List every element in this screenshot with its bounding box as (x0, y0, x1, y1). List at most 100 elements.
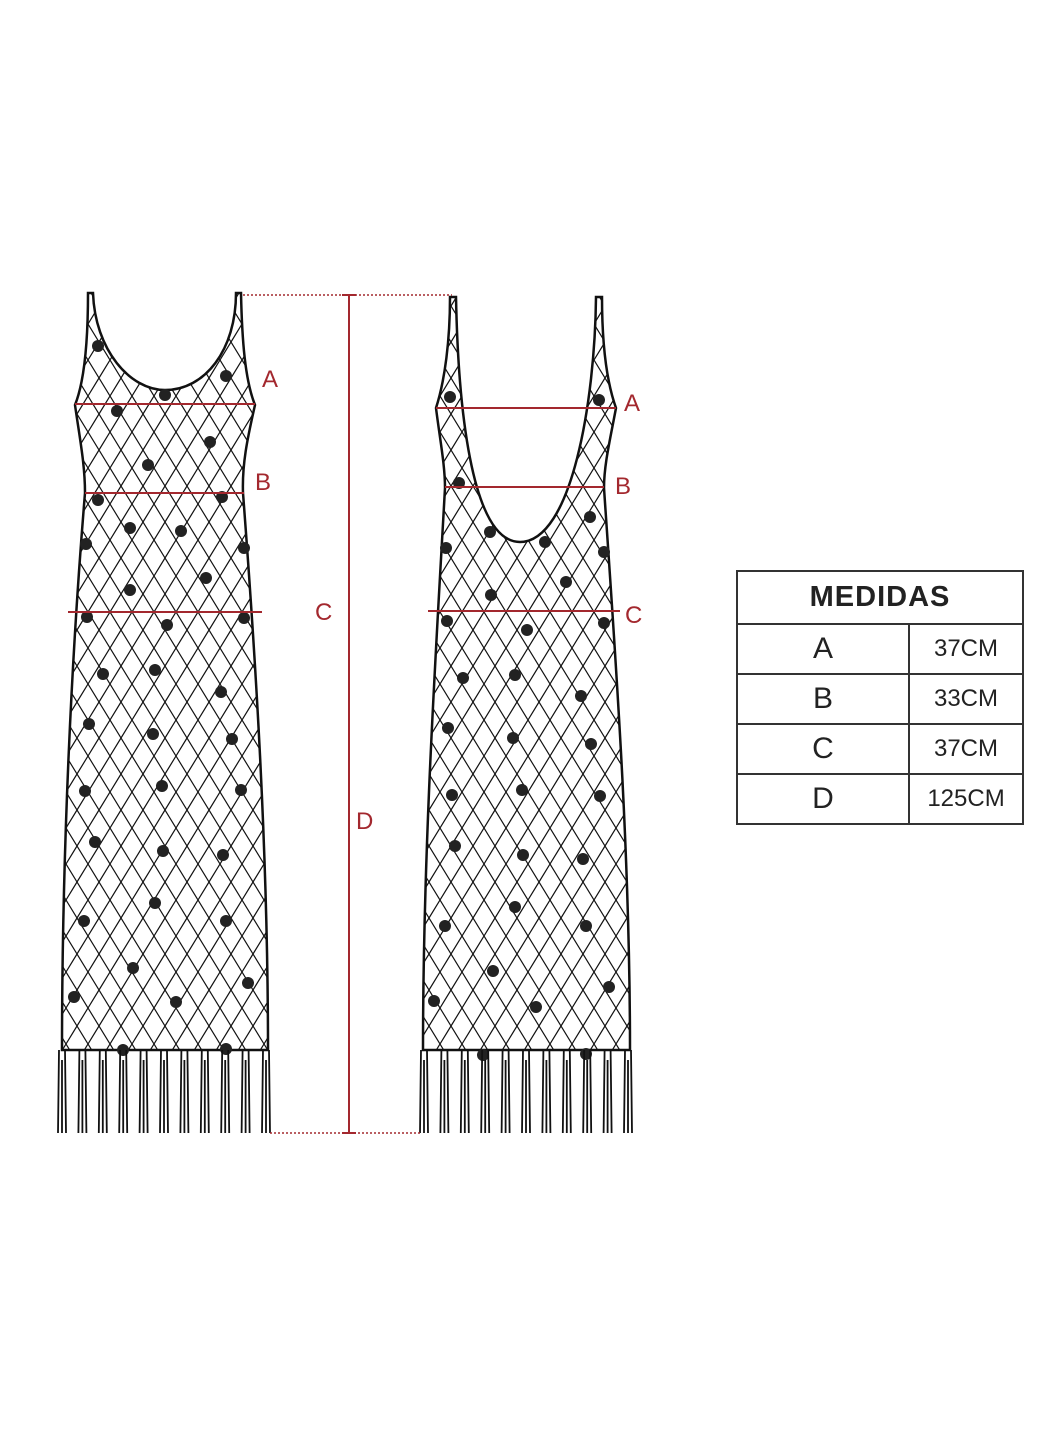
table-title: MEDIDAS (736, 570, 1024, 625)
bead (147, 728, 159, 740)
bead (89, 836, 101, 848)
bead (215, 686, 227, 698)
bead (92, 340, 104, 352)
bead (79, 785, 91, 797)
bead (457, 672, 469, 684)
bead (235, 784, 247, 796)
back-label-b: B (615, 473, 631, 500)
bead (97, 668, 109, 680)
fringe-tassel (159, 1049, 169, 1134)
front-dress (57, 291, 271, 1134)
bead (92, 494, 104, 506)
bead (539, 536, 551, 548)
bead (584, 511, 596, 523)
fringe-tassel (57, 1049, 67, 1134)
bead (598, 617, 610, 629)
bead (200, 572, 212, 584)
bead (598, 546, 610, 558)
back-label-c: C (625, 602, 642, 629)
bead (484, 526, 496, 538)
bead (242, 977, 254, 989)
bead (204, 436, 216, 448)
fringe-tassel (179, 1049, 190, 1134)
bead (442, 722, 454, 734)
back-fringe (419, 1049, 633, 1134)
fringe-tassel (77, 1049, 88, 1134)
bead (175, 525, 187, 537)
bead (580, 920, 592, 932)
bead (577, 853, 589, 865)
bead (220, 370, 232, 382)
fringe-tassel (561, 1049, 572, 1134)
fringe-tassel (220, 1049, 231, 1134)
fringe-tassel (240, 1049, 251, 1134)
bead (487, 965, 499, 977)
front-fringe (57, 1049, 271, 1134)
bead (124, 584, 136, 596)
fringe-tassel (602, 1049, 613, 1134)
bead (127, 962, 139, 974)
fringe-tassel (138, 1049, 149, 1134)
bead (81, 611, 93, 623)
bead (521, 624, 533, 636)
bead (78, 915, 90, 927)
bead (159, 389, 171, 401)
fringe-tassel (480, 1049, 491, 1134)
fringe-tassel (419, 1049, 429, 1134)
bead (80, 538, 92, 550)
fringe-tassel (261, 1049, 271, 1134)
measure-lines (68, 294, 620, 1134)
front-label-d: D (356, 808, 373, 835)
bead (157, 845, 169, 857)
fringe-tassel (582, 1049, 593, 1134)
front-beads (68, 340, 254, 1056)
bead (226, 733, 238, 745)
fringe-tassel (623, 1049, 633, 1134)
bead (68, 991, 80, 1003)
bead (220, 915, 232, 927)
back-label-a: A (624, 390, 640, 417)
bead (585, 738, 597, 750)
bead (149, 897, 161, 909)
fringe-tassel (459, 1049, 470, 1134)
bead (509, 669, 521, 681)
bead (111, 405, 123, 417)
bead (238, 612, 250, 624)
fringe-tassel (521, 1049, 531, 1134)
bead (603, 981, 615, 993)
bead (142, 459, 154, 471)
bead (440, 542, 452, 554)
bead (509, 901, 521, 913)
bead (117, 1044, 129, 1056)
fringe-tassel (500, 1049, 511, 1134)
bead (517, 849, 529, 861)
bead (439, 920, 451, 932)
bead (156, 780, 168, 792)
bead (444, 391, 456, 403)
bead (593, 394, 605, 406)
bead (124, 522, 136, 534)
fringe-tassel (97, 1049, 108, 1134)
bead (217, 849, 229, 861)
front-label-a: A (262, 366, 278, 393)
bead (446, 789, 458, 801)
fringe-tassel (439, 1049, 450, 1134)
bead (575, 690, 587, 702)
bead (516, 784, 528, 796)
bead (83, 718, 95, 730)
front-label-b: B (255, 469, 271, 496)
fringe-tassel (199, 1049, 210, 1134)
bead (449, 840, 461, 852)
front-label-c: C (315, 599, 332, 626)
bead (149, 664, 161, 676)
bead (238, 542, 250, 554)
fringe-tassel (541, 1049, 552, 1134)
bead (485, 589, 497, 601)
fringe-tassel (118, 1049, 129, 1134)
bead (170, 996, 182, 1008)
